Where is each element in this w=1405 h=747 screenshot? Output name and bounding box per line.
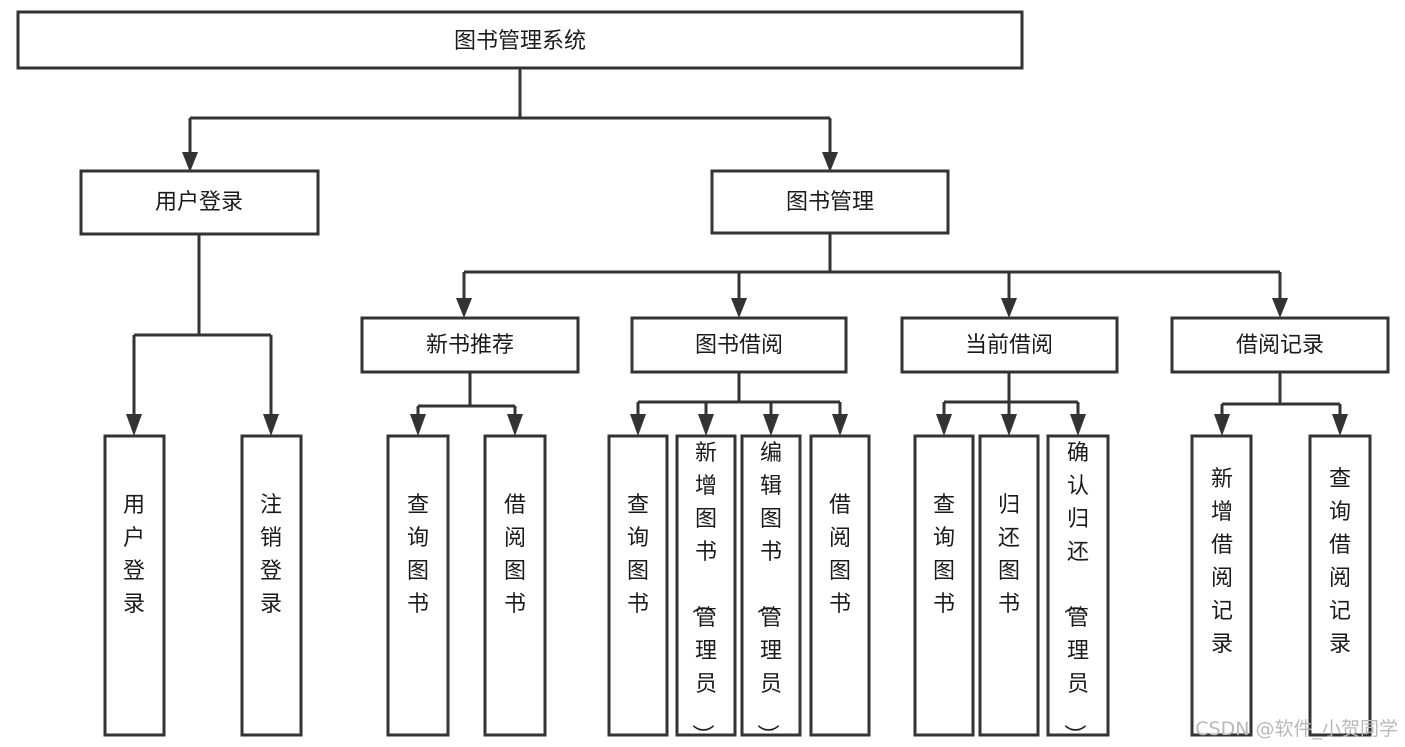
node-current-borrow-label: 当前借阅 <box>965 333 1053 358</box>
node-leaf-query-book-2[interactable]: 查询图书 <box>607 434 669 737</box>
node-root-label: 图书管理系统 <box>454 29 586 54</box>
connector-book-borrow-to-leaves <box>636 372 842 420</box>
arrowhead-leaf-query-record <box>1332 414 1348 436</box>
connector-group-user-login <box>126 235 279 436</box>
arrowhead-current-borrow <box>1001 298 1017 318</box>
arrowhead-leaf-user-login <box>126 414 142 436</box>
node-leaf-borrow-book-2[interactable]: 借阅图书 <box>809 434 871 737</box>
node-new-book-rec-label: 新书推荐 <box>426 333 514 358</box>
node-book-borrow-box[interactable] <box>630 316 848 374</box>
node-current-borrow[interactable]: 当前借阅 <box>900 316 1119 374</box>
node-user-login-box[interactable] <box>79 169 320 236</box>
connector-group-new-book-rec <box>410 372 523 436</box>
node-leaf-query-book-2-label: 查询图书 <box>627 493 649 617</box>
node-book-borrow-label: 图书借阅 <box>695 333 783 358</box>
node-root[interactable]: 图书管理系统 <box>16 10 1024 70</box>
arrowhead-leaf-borrow-book-2 <box>832 414 848 436</box>
connector-group-current-borrow <box>936 372 1086 436</box>
node-new-book-rec-box[interactable] <box>360 316 580 374</box>
node-leaf-query-record[interactable]: 查询借阅记录 <box>1308 434 1372 737</box>
node-leaf-edit-book-label: 编辑图书（管理员） <box>754 441 782 746</box>
connector-new-book-rec-to-leaves <box>416 372 517 420</box>
node-leaf-borrow-book-2-label: 借阅图书 <box>829 493 851 617</box>
arrowhead-borrow-record <box>1272 298 1288 318</box>
arrowhead-book-borrow <box>731 298 747 318</box>
node-book-admin-box[interactable] <box>710 169 950 235</box>
node-leaf-confirm-return[interactable]: 确认归还（管理员） <box>1046 434 1110 746</box>
node-root-box[interactable] <box>16 10 1024 70</box>
node-leaf-query-book-1[interactable]: 查询图书 <box>386 434 450 737</box>
node-leaf-query-book-3-label: 查询图书 <box>933 493 955 617</box>
node-leaf-user-login[interactable]: 用户登录 <box>103 434 166 737</box>
arrowhead-user-login <box>182 152 198 172</box>
node-borrow-record-label: 借阅记录 <box>1236 333 1324 358</box>
node-leaf-query-book-2-box[interactable] <box>607 434 669 737</box>
node-leaf-borrow-book-1-label: 借阅图书 <box>504 493 526 617</box>
connector-group-book-admin <box>456 233 1288 318</box>
node-leaf-query-record-box[interactable] <box>1308 434 1372 737</box>
node-leaf-return-book-box[interactable] <box>978 434 1040 737</box>
node-current-borrow-box[interactable] <box>900 316 1119 374</box>
node-leaf-query-record-label: 查询借阅记录 <box>1329 467 1351 657</box>
arrowhead-leaf-add-record <box>1214 414 1230 436</box>
node-leaf-confirm-return-box[interactable] <box>1046 434 1110 737</box>
connector-group-book-borrow <box>630 372 848 436</box>
connector-book-admin-to-level2 <box>462 233 1282 302</box>
arrowhead-new-book-rec <box>456 298 472 318</box>
arrowhead-leaf-query-book-3 <box>936 414 952 436</box>
node-leaf-add-book-label: 新增图书（管理员） <box>689 441 717 746</box>
node-user-login[interactable]: 用户登录 <box>79 169 320 236</box>
node-leaf-add-book-box[interactable] <box>675 434 737 737</box>
node-leaf-query-book-3-box[interactable] <box>913 434 975 737</box>
node-borrow-record-box[interactable] <box>1170 316 1390 374</box>
node-leaf-add-record-box[interactable] <box>1190 434 1253 737</box>
csdn-watermark: CSDN @软件_小贺同学 <box>1195 718 1398 740</box>
node-leaf-logout-label: 注销登录 <box>260 493 282 617</box>
connector-borrow-record-to-leaves <box>1220 372 1342 420</box>
node-leaf-return-book[interactable]: 归还图书 <box>978 434 1040 737</box>
node-leaf-confirm-return-label: 确认归还（管理员） <box>1061 441 1089 746</box>
node-book-admin[interactable]: 图书管理 <box>710 169 950 235</box>
node-leaf-logout[interactable]: 注销登录 <box>240 434 303 737</box>
node-leaf-add-record[interactable]: 新增借阅记录 <box>1190 434 1253 737</box>
arrowhead-leaf-add-book <box>698 414 714 436</box>
node-leaf-query-book-1-label: 查询图书 <box>407 493 429 617</box>
node-leaf-edit-book[interactable]: 编辑图书（管理员） <box>740 434 802 746</box>
arrowhead-leaf-edit-book <box>763 414 779 436</box>
arrowhead-leaf-query-book-1 <box>410 414 426 436</box>
node-leaf-borrow-book-2-box[interactable] <box>809 434 871 737</box>
node-leaf-query-book-3[interactable]: 查询图书 <box>913 434 975 737</box>
node-leaf-edit-book-box[interactable] <box>740 434 802 737</box>
node-leaf-add-book[interactable]: 新增图书（管理员） <box>675 434 737 746</box>
node-book-admin-label: 图书管理 <box>786 190 874 215</box>
node-leaf-query-book-1-box[interactable] <box>386 434 450 737</box>
arrowhead-book-admin <box>822 152 838 172</box>
arrowhead-leaf-borrow-book-1 <box>507 414 523 436</box>
node-user-login-label: 用户登录 <box>155 190 243 215</box>
connector-current-borrow-to-leaves <box>942 372 1080 420</box>
arrowhead-leaf-logout <box>263 414 279 436</box>
arrowhead-leaf-confirm-return <box>1070 414 1086 436</box>
node-leaf-logout-box[interactable] <box>240 434 303 737</box>
node-leaf-user-login-label: 用户登录 <box>123 493 145 617</box>
connector-group-borrow-record <box>1214 372 1348 436</box>
connector-user-login-to-leaves <box>132 235 273 420</box>
node-book-borrow[interactable]: 图书借阅 <box>630 316 848 374</box>
node-leaf-return-book-label: 归还图书 <box>998 493 1020 617</box>
arrowhead-leaf-query-book-2 <box>630 414 646 436</box>
node-borrow-record[interactable]: 借阅记录 <box>1170 316 1390 374</box>
connector-root-to-level1 <box>188 68 832 155</box>
node-leaf-user-login-box[interactable] <box>103 434 166 737</box>
node-new-book-rec[interactable]: 新书推荐 <box>360 316 580 374</box>
connector-group-root <box>182 68 838 172</box>
arrowhead-leaf-return-book <box>1001 414 1017 436</box>
node-leaf-borrow-book-1-box[interactable] <box>483 434 547 737</box>
node-leaf-borrow-book-1[interactable]: 借阅图书 <box>483 434 547 737</box>
node-leaf-add-record-label: 新增借阅记录 <box>1211 467 1233 657</box>
